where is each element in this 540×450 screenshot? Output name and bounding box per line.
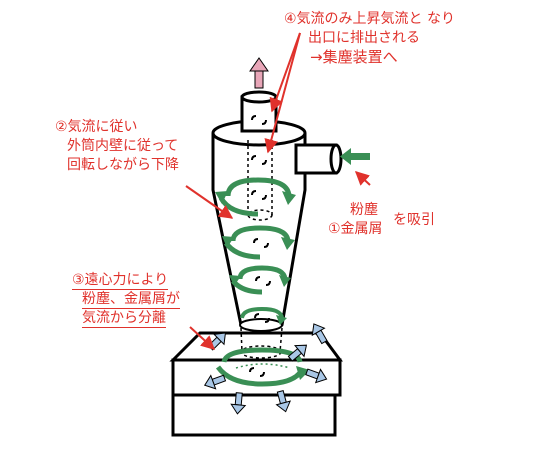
- vortex-flow: [215, 177, 310, 387]
- annotation-leaders: [185, 32, 371, 350]
- step3-line1-wrap: ③遠心力により: [72, 271, 180, 290]
- up-arrow-icon: [249, 57, 269, 89]
- inlet-pipe: [294, 143, 343, 175]
- swirl-arrow-3: [229, 265, 291, 295]
- inner-swirl-markers: [249, 115, 271, 377]
- step2-line2: 外筒内壁に従って: [67, 138, 179, 154]
- step2-line3: 回転しながら下降: [67, 157, 179, 173]
- swirl-arrow-1: [215, 177, 296, 217]
- step4-line3: →集塵装置へ: [310, 48, 398, 66]
- step1-annotation: 粉塵 ①金属屑 を吸引: [328, 201, 435, 239]
- step4-line2: 出口に排出される: [308, 30, 420, 46]
- step3-annotation: ③遠心力により 粉塵、金属屑が 気流から分離: [72, 271, 180, 328]
- swirl-arrow-4: [240, 306, 287, 325]
- dust-particles: [203, 323, 328, 415]
- step2-line1: ②気流に従い: [55, 119, 138, 135]
- step1-line1: 粉塵: [350, 202, 378, 218]
- step4-line1: ④気流のみ上昇気流と なり: [284, 11, 456, 27]
- step4-annotation: ④気流のみ上昇気流と なり 出口に排出される →集塵装置へ: [284, 10, 455, 67]
- step3-line3-wrap: 気流から分離: [82, 309, 180, 328]
- step1-line2-wrap: ①金属屑 を吸引: [328, 212, 435, 239]
- step2-annotation: ②気流に従い 外筒内壁に従って 回転しながら下降: [55, 118, 179, 175]
- step3-line2-wrap: 粉塵、金属屑が: [82, 290, 180, 309]
- step1-line2: ①金属屑: [328, 221, 383, 237]
- left-arrow-icon: [340, 148, 370, 165]
- step3-line2: 粉塵、金属屑が: [82, 291, 180, 309]
- step3-line1: ③遠心力により: [72, 272, 169, 290]
- step3-line3: 気流から分離: [82, 310, 166, 328]
- outlet-pipe: [240, 90, 278, 133]
- step1-suffix: を吸引: [393, 212, 436, 228]
- swirl-arrow-2: [222, 225, 295, 260]
